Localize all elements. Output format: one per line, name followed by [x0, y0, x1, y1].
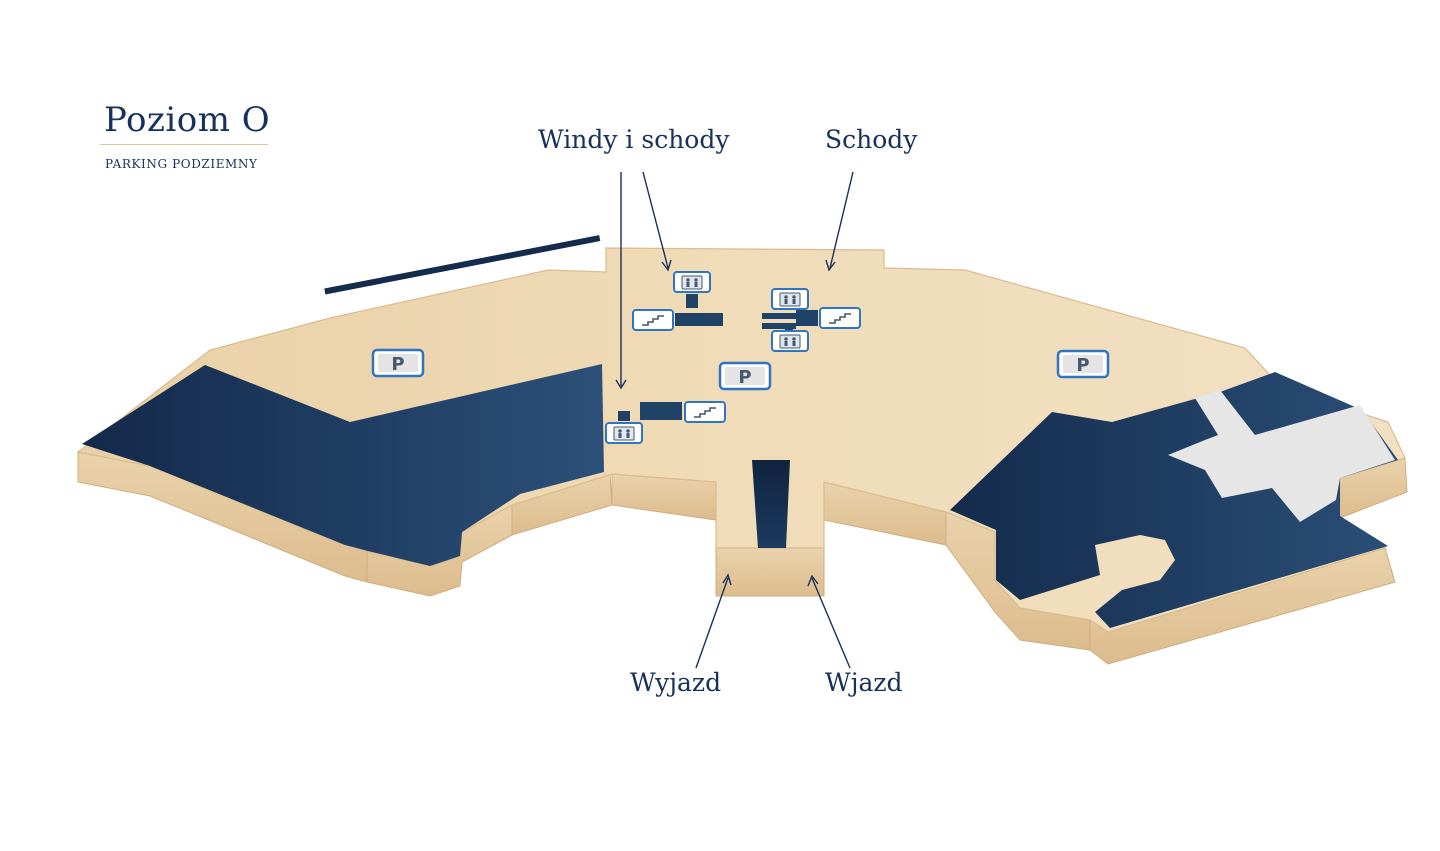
service-area [1168, 390, 1395, 522]
callout-entry: Wjazd [825, 668, 903, 697]
callout-stairs: Schody [825, 125, 918, 154]
parking-icon: P [738, 367, 751, 388]
elevator-icon [771, 288, 809, 310]
callout-elevators-stairs: Windy i schody [538, 125, 730, 154]
stairs-icon [632, 309, 674, 331]
callout-pointers [615, 171, 854, 669]
parking-sign-center: P [718, 361, 772, 391]
elevator-icon [771, 330, 809, 352]
ramp [752, 460, 790, 548]
callout-exit: Wyjazd [630, 668, 722, 697]
page-title: Poziom O [104, 100, 271, 140]
elevator-icon [605, 422, 643, 444]
parking-sign-east: P [1056, 349, 1110, 379]
elevator-icon [673, 271, 711, 293]
parking-sign-west: P [371, 348, 425, 378]
north-wall-strip [324, 235, 601, 295]
title-divider [100, 144, 268, 145]
parking-icon: P [391, 354, 404, 375]
stairs-icon [819, 307, 861, 329]
page-subtitle: PARKING PODZIEMNY [105, 157, 258, 171]
parking-zone-west [82, 364, 604, 566]
parking-icon: P [1076, 355, 1089, 376]
building-walls [77, 451, 1408, 665]
stairs-icon [684, 401, 726, 423]
